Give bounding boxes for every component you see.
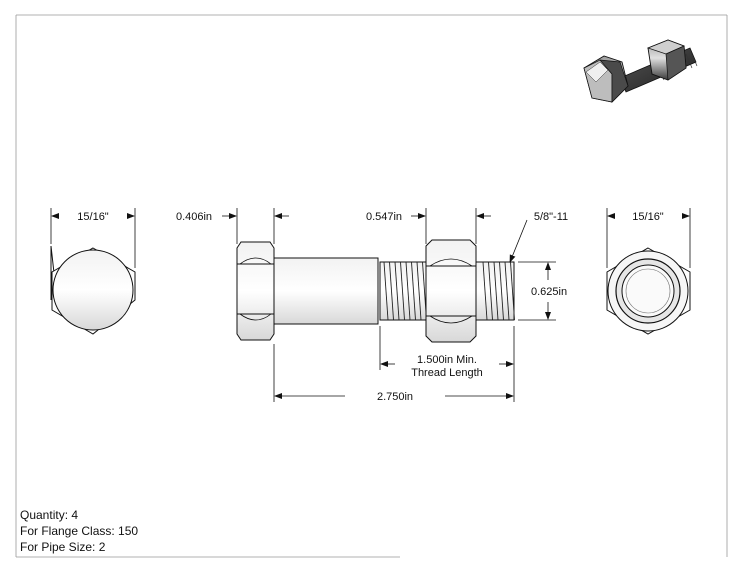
note-flange-class: For Flange Class: 150 [20,524,139,538]
dim-diameter: 0.625in [531,286,567,298]
dim-thread-length-line2: Thread Length [411,367,483,379]
dim-overall-length: 2.750in [377,391,413,403]
dim-thread-length-line1: 1.500in Min. [417,354,477,366]
drawing-border [15,14,728,558]
note-pipe-size: For Pipe Size: 2 [20,540,106,554]
dim-nut-width: 15/16" [632,211,664,223]
note-quantity: Quantity: 4 [20,508,79,522]
nut-end-view [606,247,691,335]
notes-block: Quantity: 4 For Flange Class: 150 For Pi… [20,507,138,555]
dim-nut-height: 0.547in [366,211,402,223]
dim-head-width: 15/16" [77,211,109,223]
dimension-lines [50,208,691,402]
isometric-bolt-render [583,39,698,103]
head-end-view [50,245,136,335]
dim-head-height: 0.406in [176,211,212,223]
dimension-labels: 15/16" 0.406in 0.547in 5/8"-11 15/16" 0.… [77,211,664,403]
dim-thread-spec: 5/8"-11 [534,211,568,223]
bolt-side-view [236,239,515,343]
